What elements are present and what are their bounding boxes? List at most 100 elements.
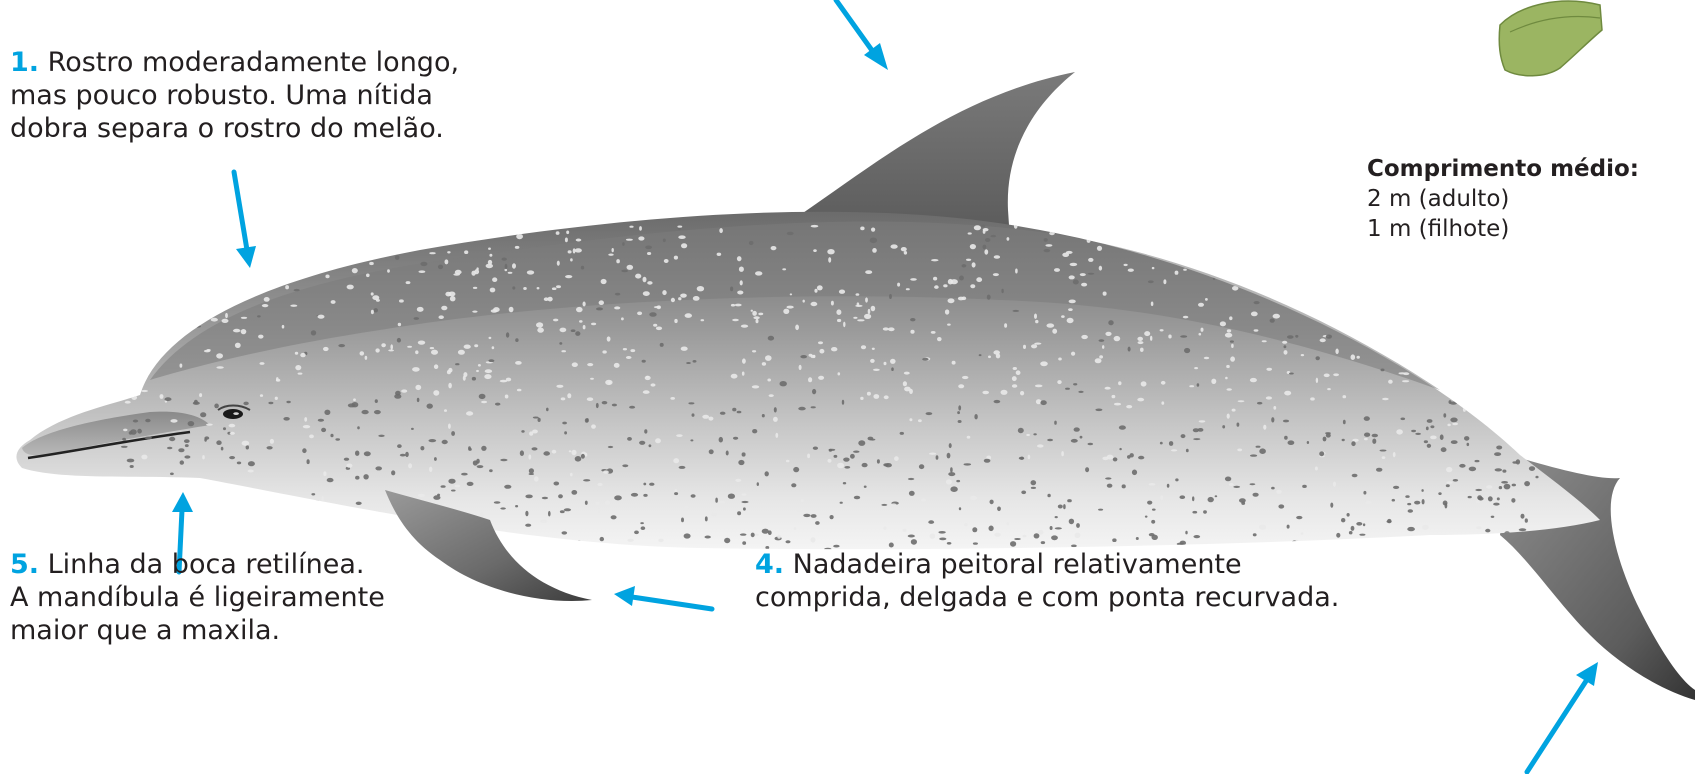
body-spot [1279, 290, 1285, 295]
body-spot [346, 464, 352, 468]
body-spot [1463, 258, 1466, 263]
body-spot [1372, 434, 1378, 438]
body-spot [204, 350, 210, 353]
body-spot [1062, 253, 1069, 257]
body-spot [288, 528, 295, 532]
body-spot [467, 228, 472, 232]
body-spot [362, 410, 369, 414]
body-spot [1521, 514, 1525, 519]
body-spot [555, 546, 559, 551]
body-spot [405, 452, 409, 457]
body-spot [400, 454, 406, 457]
body-spot [1375, 312, 1379, 315]
body-spot [460, 236, 465, 239]
body-spot [990, 500, 994, 505]
body-spot [179, 229, 182, 233]
body-spot [663, 239, 666, 243]
body-spot [411, 428, 414, 430]
body-spot [655, 438, 661, 443]
body-spot [117, 375, 123, 380]
body-spot [1015, 269, 1018, 274]
body-spot [737, 256, 742, 261]
body-spot [787, 306, 794, 309]
body-spot [684, 506, 689, 511]
body-spot [780, 381, 787, 386]
body-spot [1475, 489, 1482, 491]
body-spot [256, 266, 259, 271]
body-spot [1047, 494, 1050, 498]
body-spot [793, 467, 799, 472]
body-spot [1097, 246, 1102, 251]
body-spot [614, 306, 620, 309]
body-spot [233, 329, 240, 333]
body-spot [1099, 339, 1105, 342]
body-spot [800, 355, 807, 358]
body-spot [1276, 490, 1282, 494]
body-spot [842, 400, 844, 405]
body-spot [752, 311, 757, 316]
annotation-line: maior que a maxila. [10, 614, 385, 647]
body-spot [909, 491, 915, 496]
body-spot [1415, 334, 1420, 338]
body-spot [225, 313, 228, 318]
body-spot [478, 364, 481, 367]
body-spot [1315, 467, 1318, 471]
body-spot [221, 447, 224, 451]
body-spot [1266, 396, 1272, 399]
body-spot [981, 225, 985, 228]
body-spot [1038, 530, 1044, 535]
body-spot [1160, 329, 1164, 331]
body-spot [165, 264, 168, 269]
body-spot [455, 363, 459, 365]
body-spot [1363, 491, 1366, 495]
body-spot [1067, 318, 1074, 323]
body-spot [994, 400, 1001, 403]
body-spot [190, 294, 196, 296]
body-spot [1485, 529, 1490, 533]
body-spot [987, 295, 991, 300]
body-spot [1020, 391, 1024, 395]
body-spot [933, 277, 937, 281]
body-spot [122, 380, 125, 384]
body-spot [1295, 540, 1298, 544]
body-spot [209, 227, 212, 230]
body-spot [248, 503, 252, 508]
body-spot [1001, 390, 1008, 395]
body-spot [681, 347, 688, 351]
body-spot [991, 235, 997, 237]
body-spot [1341, 518, 1345, 522]
body-spot [448, 479, 455, 484]
body-spot [865, 270, 872, 274]
body-spot [488, 359, 494, 362]
body-spot [270, 254, 277, 257]
body-spot [1065, 388, 1070, 390]
body-spot [1057, 380, 1061, 384]
body-spot [708, 417, 713, 421]
body-spot [1279, 254, 1286, 259]
body-spot [1430, 327, 1437, 330]
body-spot [1074, 427, 1080, 431]
body-spot [1069, 275, 1075, 279]
body-spot [1254, 301, 1260, 304]
body-spot [330, 434, 333, 438]
body-spot [195, 325, 201, 327]
body-spot [1530, 355, 1536, 359]
body-spot [520, 450, 524, 456]
body-spot [1316, 259, 1323, 261]
body-spot [1452, 423, 1458, 426]
body-spot [1491, 393, 1498, 396]
body-spot [356, 502, 362, 505]
annotation-line: mas pouco robusto. Uma nítida [10, 79, 459, 112]
annotation-mouth: 5. Linha da boca retilínea. A mandíbula … [10, 548, 385, 647]
body-spot [567, 393, 571, 398]
body-spot [926, 412, 933, 415]
body-spot [910, 318, 915, 321]
body-spot [290, 305, 297, 307]
body-spot [504, 485, 511, 489]
body-spot [1220, 259, 1228, 262]
body-spot [643, 483, 646, 486]
body-spot [485, 369, 492, 373]
body-spot [182, 303, 185, 308]
body-spot [1151, 520, 1155, 524]
body-spot [1289, 373, 1294, 375]
